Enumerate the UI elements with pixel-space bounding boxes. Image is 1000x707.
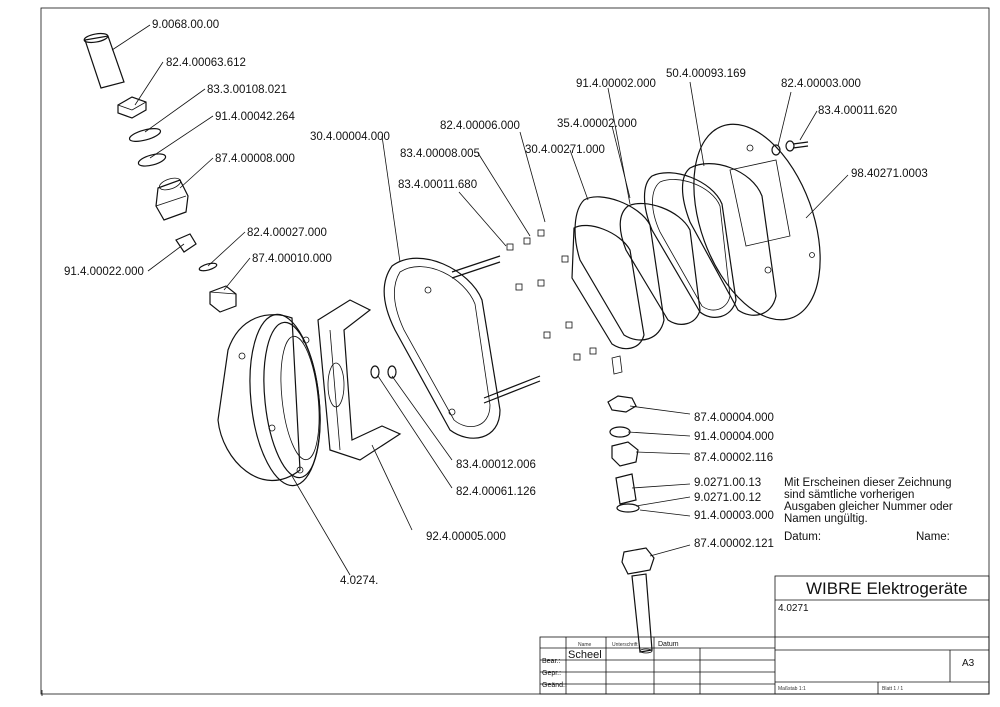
label-ring-1: 83.3.00108.021: [207, 84, 287, 96]
tb-sheet-format: A3: [962, 658, 975, 669]
label-oring-lower: 91.4.00004.000: [694, 431, 774, 443]
label-fitting-121: 87.4.00002.121: [694, 538, 774, 550]
part-nut-top: [117, 96, 147, 119]
label-washer-1: 82.4.00027.000: [247, 227, 327, 239]
tb-drawing-number: 4.0271: [778, 603, 809, 614]
note-line-1: Mit Erscheinen dieser Zeichnung: [784, 477, 951, 489]
note-line-2: sind sämtliche vorherigen: [784, 489, 914, 501]
note-line-4: Namen ungültig.: [784, 513, 868, 525]
label-bracket: 92.4.00005.000: [426, 531, 506, 543]
part-housing: [217, 313, 321, 487]
part-gasket: [681, 163, 777, 316]
label-gasket-frame: 30.4.00004.000: [310, 131, 390, 143]
part-washer-2: [370, 365, 380, 379]
label-gasket: 50.4.00093.169: [666, 68, 746, 80]
label-bolt-small: 83.4.00008.005: [400, 148, 480, 160]
label-washer-126: 82.4.00061.126: [456, 486, 536, 498]
note-date-label: Datum:: [784, 531, 821, 543]
drawing-frame: [40, 7, 990, 695]
label-long-bolt: 83.4.00011.680: [398, 179, 477, 191]
label-front-panel: 98.40271.0003: [851, 168, 928, 180]
parts-geometry: [83, 32, 821, 654]
part-long-bolt-2b: [483, 380, 541, 404]
part-nut-mid: [209, 285, 237, 313]
part-fitting-1: [155, 177, 189, 221]
part-oring-1: [137, 153, 167, 167]
label-cover-plate: 30.4.00271.000: [525, 144, 605, 156]
title-block: Name Unterschrift Datum Bear.: Gepr.: Ge…: [539, 575, 990, 695]
label-nut-mid: 87.4.00010.000: [252, 253, 332, 265]
label-cap: 91.4.00022.000: [64, 266, 144, 278]
part-bracket: [317, 299, 402, 461]
part-long-bolt-1: [451, 255, 501, 273]
tb-col-date: Datum: [658, 641, 679, 648]
label-washer-006: 83.4.00012.006: [456, 459, 536, 471]
label-oring-3: 91.4.00003.000: [694, 510, 774, 522]
part-washer-3: [387, 365, 397, 379]
label-housing: 4.0274.: [340, 575, 378, 587]
part-number-labels: 9.0068.00.00 82.4.00063.612 83.3.00108.0…: [64, 19, 928, 587]
label-insert-12: 9.0271.00.12: [694, 492, 761, 504]
tb-scale: Maßstab 1:1: [778, 686, 806, 692]
label-oring-1: 91.4.00042.264: [215, 111, 296, 123]
part-small-hardware: [506, 229, 597, 361]
label-screw-head: 82.4.00003.000: [781, 78, 861, 90]
part-long-bolt-1b: [451, 261, 501, 279]
label-fitting-1: 87.4.00008.000: [215, 153, 295, 165]
part-screw-head: [771, 144, 781, 156]
validity-note: Mit Erscheinen dieser Zeichnung sind säm…: [784, 477, 953, 543]
part-cover-plate: [571, 196, 665, 350]
tb-row-checked: Gepr.:: [542, 670, 561, 677]
label-insert-13: 9.0271.00.13: [694, 477, 761, 489]
part-screw: [785, 140, 809, 152]
label-sleeve: 9.0068.00.00: [152, 19, 219, 31]
part-front-panel: [693, 123, 821, 321]
label-nut-top: 82.4.00063.612: [166, 57, 246, 69]
note-name-label: Name:: [916, 531, 950, 543]
part-washer-1: [198, 262, 218, 272]
tb-company: WIBRE Elektrogeräte: [806, 579, 968, 598]
tb-col-signature: Unterschrift: [612, 642, 638, 648]
part-sleeve: [83, 32, 125, 89]
part-cap: [175, 233, 197, 253]
part-seal-plates: [619, 172, 737, 325]
label-seal-35: 35.4.00002.000: [557, 118, 637, 130]
part-lower-stack: [607, 355, 655, 654]
part-long-bolt-2: [483, 375, 541, 399]
leader-lines: [111, 24, 849, 576]
tb-row-changed: Geänd.:: [542, 682, 567, 689]
label-fitting-lower: 87.4.00002.116: [694, 452, 773, 464]
tb-row-drawn: Bear.:: [542, 658, 560, 665]
tb-col-name: Name: [578, 642, 592, 648]
label-nut-lower: 87.4.00004.000: [694, 412, 774, 424]
tb-sheet: Blatt 1 / 1: [882, 686, 903, 692]
label-screw: 83.4.00011.620: [818, 105, 897, 117]
label-seal-2: 91.4.00002.000: [576, 78, 656, 90]
part-ring-1: [128, 128, 162, 142]
label-washer-small: 82.4.00006.000: [440, 120, 520, 132]
tb-drawn-by: Scheel: [568, 649, 602, 661]
note-line-3: Ausgaben gleicher Nummer oder: [784, 501, 953, 513]
